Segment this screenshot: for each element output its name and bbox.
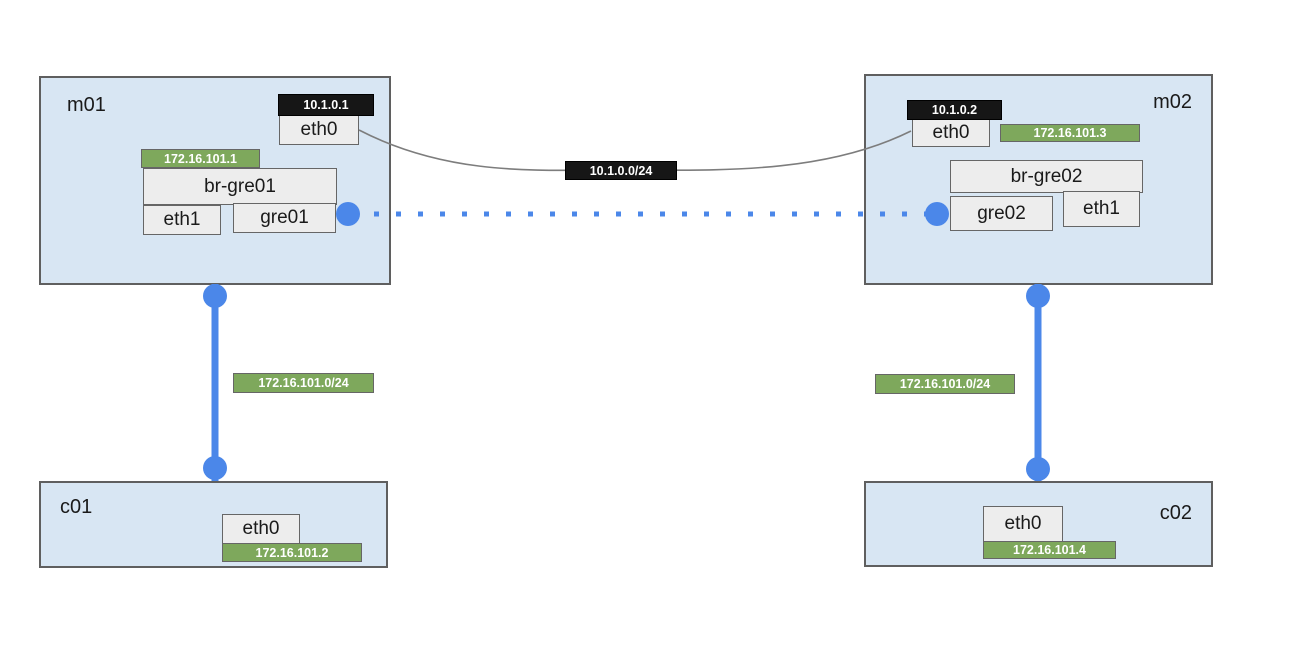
c02-eth0-interface: eth0 — [983, 506, 1063, 542]
lan-right-endpoint-bottom — [1026, 457, 1050, 481]
m02-gre-interface: gre02 — [950, 196, 1053, 231]
wan-subnet-label: 10.1.0.0/24 — [565, 161, 677, 180]
m02-bridge: br-gre02 — [950, 160, 1143, 193]
container-c02-label: c02 — [1159, 502, 1192, 524]
m02-bridge-ip-label: 172.16.101.3 — [1000, 124, 1140, 142]
lan-right-endpoint-top — [1026, 284, 1050, 308]
m01-bridge: br-gre01 — [143, 168, 337, 205]
m01-gre-interface: gre01 — [233, 203, 336, 233]
lan-left-subnet-label: 172.16.101.0/24 — [233, 373, 374, 393]
c01-eth0-interface: eth0 — [222, 514, 300, 544]
m01-eth0-interface: eth0 — [279, 115, 359, 145]
m02-eth0-ip-label: 10.1.0.2 — [907, 100, 1002, 120]
container-c01-label: c01 — [60, 496, 93, 518]
lan-left-endpoint-bottom — [203, 456, 227, 480]
m02-eth0-interface: eth0 — [912, 118, 990, 147]
lan-left-endpoint-top — [203, 284, 227, 308]
c02-eth0-ip-label: 172.16.101.4 — [983, 541, 1116, 559]
m01-bridge-ip-label: 172.16.101.1 — [141, 149, 260, 168]
m01-eth0-ip-label: 10.1.0.1 — [278, 94, 374, 116]
machine-m02-label: m02 — [1153, 91, 1192, 113]
c01-eth0-ip-label: 172.16.101.2 — [222, 543, 362, 562]
m01-eth1-interface: eth1 — [143, 205, 221, 235]
lan-right-subnet-label: 172.16.101.0/24 — [875, 374, 1015, 394]
m02-eth1-interface: eth1 — [1063, 191, 1140, 227]
machine-m01-label: m01 — [67, 94, 106, 116]
